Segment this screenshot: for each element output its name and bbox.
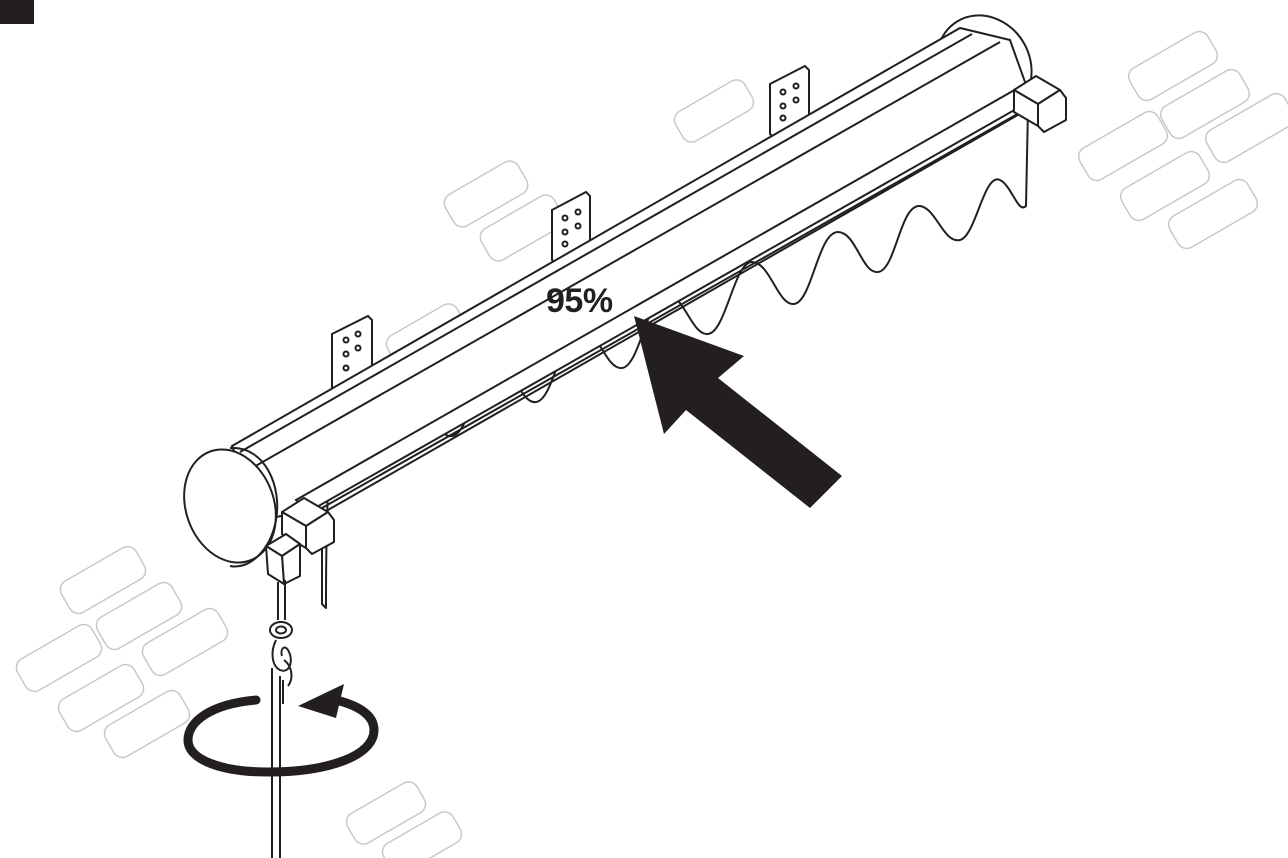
roller-tube (183, 14, 1034, 568)
hook (271, 639, 292, 672)
end-block-right (1013, 75, 1067, 133)
end-blocks (265, 75, 1067, 585)
crank-housing (265, 533, 301, 585)
corner-marker-icon (0, 0, 34, 24)
wall-brackets (331, 64, 810, 398)
crank-rod (269, 580, 293, 858)
wall-bricks (15, 30, 1288, 858)
rotate-clockwise-icon (183, 684, 379, 777)
end-block-left (281, 497, 335, 555)
percent-label: 95% (546, 282, 613, 320)
eye-ring (269, 621, 293, 639)
arrow-up-left-icon (634, 316, 842, 508)
